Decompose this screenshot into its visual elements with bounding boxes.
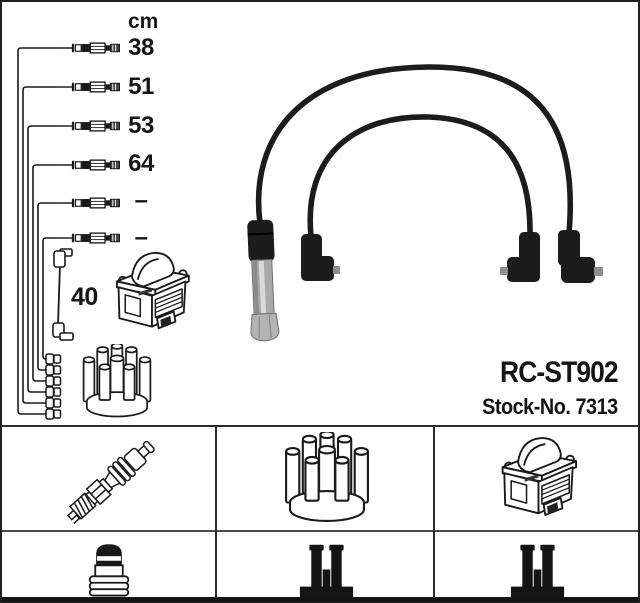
straight-plug-connector: [247, 219, 280, 342]
part-number: RC-ST902: [500, 356, 619, 389]
din-connector-icon: [510, 544, 565, 598]
ignition-lead-illustration: [57, 159, 120, 171]
part-identification: RC-ST902 Stock-No. 7313: [467, 356, 619, 419]
ignition-coil-icon: [501, 437, 578, 516]
angled-boot-connector: [301, 234, 340, 281]
cable-length-value: –: [134, 224, 148, 251]
angled-boot-connector: [558, 230, 603, 283]
cable-length-value: –: [134, 187, 148, 214]
cable-set-photo: [247, 64, 603, 342]
ignition-lead-illustration: [57, 197, 120, 209]
cable-length-value: 51: [128, 73, 154, 100]
length-diagram: [17, 42, 190, 420]
inner-cable: [307, 114, 533, 239]
outer-cable: [255, 64, 574, 236]
ignition-lead-illustration: [57, 42, 120, 54]
ignition-lead-illustration: [57, 232, 120, 244]
spark-plug-icon: [60, 435, 160, 528]
cable-length-value: 53: [128, 112, 154, 139]
ignition-coil-illustration: [115, 252, 190, 330]
din-connector-icon: [299, 544, 354, 598]
grid-line: [2, 530, 638, 532]
coil-wire-illustration: [52, 248, 74, 341]
coil-wire-length-label: 40: [71, 283, 98, 311]
grid-line: [2, 425, 638, 427]
ignition-lead-illustration: [57, 120, 120, 132]
stock-number: Stock-No. 7313: [482, 393, 618, 419]
distributor-cap-icon: [285, 432, 369, 523]
terminal-nut-icon: [88, 543, 130, 597]
wiring-bus: [17, 47, 57, 415]
legend-icons: [60, 432, 578, 598]
grid-bottom-bar: [2, 597, 638, 601]
distributor-cap-illustration: [82, 344, 152, 418]
ignition-lead-illustration: [57, 81, 120, 93]
distributor-end-connectors: [45, 353, 62, 420]
cable-length-value: 38: [128, 34, 154, 61]
length-unit-header: cm: [128, 10, 159, 33]
cable-length-value: 64: [128, 150, 154, 177]
angled-boot-connector: [500, 232, 540, 282]
grid-line: [433, 425, 435, 599]
grid-line: [215, 425, 217, 599]
